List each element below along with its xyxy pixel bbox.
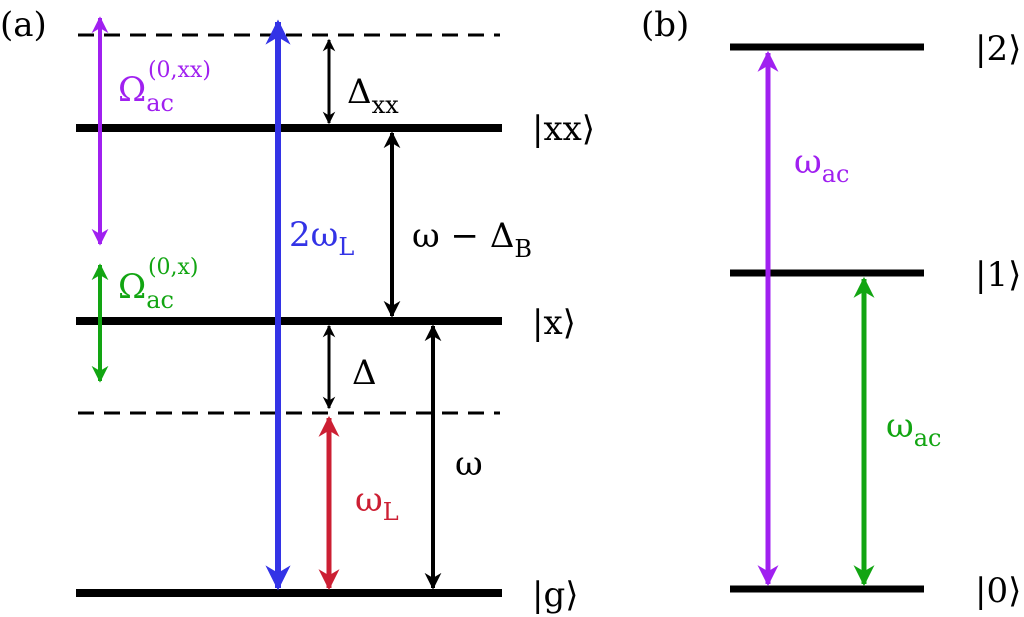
state-label-x: |x⟩ (532, 303, 576, 343)
label-two-omega-L: 2ωL (289, 215, 354, 261)
label-delta-xx: Δxx (347, 72, 399, 119)
panel-a-label: (a) (0, 5, 47, 45)
state-label-2: |2⟩ (975, 29, 1021, 69)
label-delta: Δ (352, 353, 377, 393)
state-label-xx: |xx⟩ (532, 109, 595, 149)
label-omega-ac-purple: ωac (794, 142, 849, 188)
state-label-0: |0⟩ (975, 571, 1021, 611)
label-omega-L: ωL (355, 480, 399, 526)
label-omega: ω (455, 444, 483, 484)
label-omega-minus-delta-b: ω − ΔB (412, 216, 532, 263)
label-omega-ac-green: ωac (886, 406, 941, 452)
panel-b: (b) |2⟩ |1⟩ |0⟩ ωac ωac (641, 5, 1021, 611)
panel-b-label: (b) (641, 5, 689, 45)
label-omega-ac-x: Ωac(0,x) (118, 255, 199, 314)
state-label-1: |1⟩ (975, 255, 1021, 295)
panel-a: (a) |xx⟩ |x⟩ |g⟩ Ωac(0,xx) Ωac(0,x) 2ωL … (0, 5, 595, 615)
label-omega-ac-xx: Ωac(0,xx) (118, 58, 211, 117)
state-label-g: |g⟩ (532, 575, 578, 615)
